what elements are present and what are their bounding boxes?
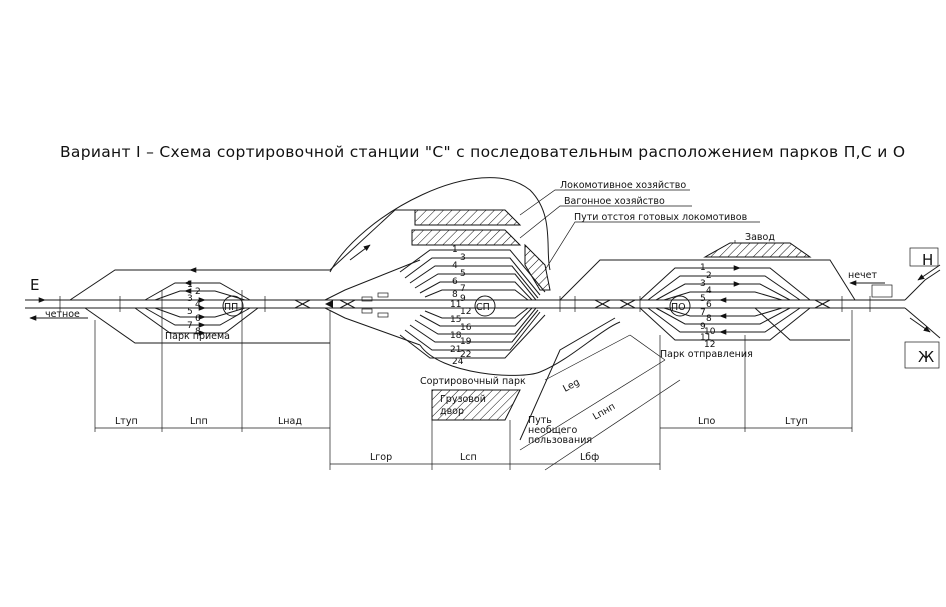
svg-text:5: 5 — [460, 269, 466, 279]
sp-circle — [474, 295, 496, 317]
bypass-bottom — [84, 307, 330, 344]
gruz-dvor-label-2: двор — [440, 406, 464, 417]
svg-text:15: 15 — [450, 315, 461, 325]
svg-text:2: 2 — [706, 271, 712, 281]
pp-track-2: 2 — [195, 287, 201, 297]
dimension-lines: Lтуп Lпп Lнад Lгор Lсп Lбф Lпо Lтуп — [94, 290, 853, 470]
pp-track-3: 3 — [187, 294, 193, 304]
station-n-box — [909, 247, 939, 267]
dim-l-nad: Lнад — [278, 416, 302, 427]
wagon-depot-block — [411, 229, 522, 246]
svg-text:3: 3 — [460, 253, 466, 263]
nechet-label: нечет — [848, 270, 878, 281]
svg-text:16: 16 — [460, 323, 472, 333]
svg-text:9: 9 — [460, 294, 466, 304]
leader-lines — [519, 189, 760, 271]
chetnoe-label: четное — [45, 309, 80, 320]
put-label-2: необщего — [528, 425, 578, 436]
freight-yard-block — [431, 389, 521, 421]
loco-loop — [329, 177, 551, 273]
pp-track-8: 8 — [195, 327, 201, 337]
svg-text:3: 3 — [700, 279, 706, 289]
svg-text:8: 8 — [452, 290, 458, 300]
po-circle — [669, 295, 691, 317]
svg-text:22: 22 — [460, 350, 471, 360]
pp-track-7: 7 — [187, 321, 193, 331]
page-title: Вариант I – Схема сортировочной станции … — [60, 143, 905, 161]
dim-l-eg: Lеg — [561, 377, 581, 395]
vag-hoz-label: Вагонное хозяйство — [564, 196, 665, 207]
svg-text:18: 18 — [450, 331, 462, 341]
park-priema-label: Парк приема — [165, 331, 230, 342]
station-e-label: Е — [30, 276, 39, 294]
pp-label: ПП — [224, 302, 238, 313]
svg-text:4: 4 — [452, 261, 458, 271]
departure-park: 1 2 3 4 5 6 7 8 9 10 11 12 ПО Парк отпра… — [559, 251, 934, 366]
pp-track-5: 5 — [187, 307, 193, 317]
svg-text:9: 9 — [700, 322, 706, 332]
put-label-3: пользования — [528, 435, 592, 446]
station-zh-box — [904, 341, 940, 369]
dim-l-bf: Lбф — [580, 452, 599, 463]
put-label-1: Путь — [528, 415, 552, 426]
zavod-label: Завод — [745, 232, 775, 243]
dim-l-pnp: Lпнп — [591, 401, 617, 422]
sort-park-label: Сортировочный парк — [420, 376, 526, 387]
dim-l-tup-right: Lтуп — [785, 416, 808, 427]
loco-standby-block — [524, 243, 551, 291]
svg-text:6: 6 — [706, 300, 712, 310]
svg-text:1: 1 — [700, 263, 706, 273]
svg-text:4: 4 — [706, 286, 712, 296]
branch-zh — [904, 307, 941, 339]
dim-l-sp: Lсп — [460, 452, 477, 463]
svg-text:7: 7 — [700, 308, 706, 318]
lok-hoz-label: Локомотивное хозяйство — [560, 180, 686, 191]
svg-text:8: 8 — [706, 314, 712, 324]
arrow-zh — [909, 317, 931, 333]
dim-l-tup-left: Lтуп — [115, 416, 138, 427]
svg-text:12: 12 — [704, 340, 715, 350]
svg-text:21: 21 — [450, 345, 461, 355]
svg-text:10: 10 — [704, 327, 716, 337]
svg-text:6: 6 — [452, 277, 458, 287]
zavod-block — [703, 242, 812, 258]
svg-text:12: 12 — [460, 307, 471, 317]
svg-text:5: 5 — [700, 294, 706, 304]
dim-l-pp: Lпп — [190, 416, 208, 427]
sorting-park: 1 3 4 5 6 7 8 9 11 12 15 16 18 19 21 22 … — [399, 245, 621, 387]
station-n-label: Н — [922, 251, 933, 269]
svg-text:11: 11 — [450, 300, 461, 310]
facilities: Грузовой двор — [411, 209, 812, 421]
svg-text:11: 11 — [700, 333, 711, 343]
hump-area — [324, 177, 551, 346]
sp-label: СП — [476, 302, 490, 313]
arrow-n — [917, 264, 941, 281]
po-label: ПО — [671, 302, 686, 313]
dim-l-gor: Lгор — [370, 452, 392, 463]
puti-otstoya-label: Пути отстоя готовых локомотивов — [574, 212, 748, 223]
receiving-park: 1 2 3 4 5 6 7 8 ПП Парк приема Е четное — [29, 209, 490, 344]
gruz-dvor-label-1: Грузовой — [440, 394, 486, 405]
pp-track-4: 4 — [195, 300, 201, 310]
branch-n — [904, 269, 941, 301]
station-zh-label: Ж — [918, 348, 934, 366]
private-siding: Lеg Lпнп Путь необщего пользования — [519, 317, 681, 471]
nechet-box — [871, 284, 893, 298]
park-otpravleniya-label: Парк отправления — [660, 349, 753, 360]
svg-text:24: 24 — [452, 357, 464, 367]
svg-text:19: 19 — [460, 337, 472, 347]
svg-text:1: 1 — [452, 245, 458, 255]
pp-track-1: 1 — [187, 280, 193, 290]
svg-text:7: 7 — [460, 284, 466, 294]
dim-l-po: Lпо — [698, 416, 716, 427]
signal-ticks — [59, 296, 871, 312]
loco-depot-block — [414, 209, 522, 226]
pp-track-6: 6 — [195, 314, 201, 324]
hump-marker — [325, 300, 333, 308]
pp-circle — [222, 295, 244, 317]
